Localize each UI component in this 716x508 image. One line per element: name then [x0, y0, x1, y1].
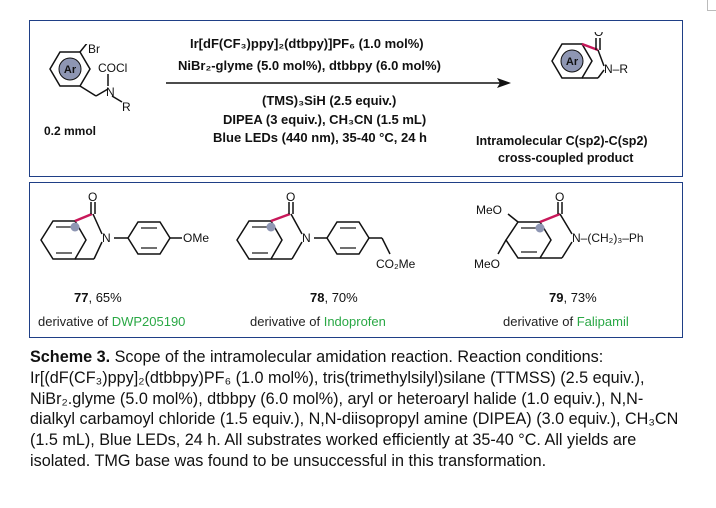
compound-78-substituent: CO₂Me	[376, 257, 416, 271]
compound-77-derivative-prefix: derivative of	[38, 314, 112, 329]
product-label-line1: Intramolecular C(sp2)-C(sp2)	[476, 134, 648, 148]
compound-77-drug-name: DWP205190	[111, 314, 186, 329]
compound-79-drug-name: Falipamil	[576, 314, 629, 329]
compound-79-structure: O MeO MeO N–(CH₂)₃–Ph	[474, 192, 644, 271]
compound-78-number: 78	[310, 290, 325, 305]
compound-79-o-label: O	[555, 192, 564, 204]
caption-text: Scope of the intramolecular amidation re…	[30, 348, 679, 470]
compound-79-meo-bottom: MeO	[474, 257, 500, 271]
substrate-r-label: R	[122, 100, 131, 114]
product-nr-label: N–R	[604, 62, 628, 76]
product-o-label: O	[594, 32, 603, 39]
compound-78-n-label: N	[302, 231, 311, 245]
reaction-arrow	[166, 78, 511, 88]
compound-79-derivative: derivative of Falipamil	[503, 314, 629, 329]
compound-79-number: 79	[549, 290, 564, 305]
caption-label: Scheme 3.	[30, 348, 111, 366]
compound-77-o-label: O	[88, 192, 97, 204]
condition-base-solvent: DIPEA (3 equiv.), CH₃CN (1.5 mL)	[223, 112, 427, 127]
substrate-br-label: Br	[88, 44, 100, 56]
condition-catalyst: Ir[dF(CF₃)ppy]₂(dtbpy)]PF₆ (1.0 mol%)	[190, 36, 424, 51]
product-ar-label: Ar	[566, 56, 579, 68]
compound-77-label: 77, 65%	[74, 290, 122, 305]
scheme-caption: Scheme 3. Scope of the intramolecular am…	[30, 347, 680, 472]
compound-78-derivative-prefix: derivative of	[250, 314, 324, 329]
compound-79-derivative-prefix: derivative of	[503, 314, 577, 329]
compound-78-o-label: O	[286, 192, 295, 204]
compound-77-yield: , 65%	[88, 290, 122, 305]
compound-79-n-chain: N–(CH₂)₃–Ph	[572, 231, 644, 245]
compound-79-meo-top: MeO	[476, 203, 502, 217]
condition-nickel: NiBr₂-glyme (5.0 mol%), dtbbpy (6.0 mol%…	[178, 58, 441, 73]
compound-79-yield: , 73%	[563, 290, 597, 305]
substrate-cocl-label: COCl	[98, 61, 127, 75]
compound-78-label: 78, 70%	[310, 290, 358, 305]
examples-frame	[29, 182, 683, 338]
substrate-ar-label: Ar	[64, 64, 77, 76]
reaction-frame	[29, 20, 683, 177]
condition-silane: (TMS)₃SiH (2.5 equiv.)	[262, 93, 397, 108]
product-label-line2: cross-coupled product	[498, 151, 634, 165]
condition-light-temp: Blue LEDs (440 nm), 35-40 °C, 24 h	[213, 130, 427, 145]
compound-77-derivative: derivative of DWP205190	[38, 314, 185, 329]
substrate-structure: Ar Br COCl N R	[49, 44, 131, 114]
compound-77-number: 77	[74, 290, 89, 305]
compound-78-yield: , 70%	[324, 290, 358, 305]
compound-78-structure: O N CO₂Me	[236, 192, 416, 271]
compound-78-derivative: derivative of Indoprofen	[250, 314, 386, 329]
compound-77-substituent: OMe	[183, 231, 209, 245]
compound-77-n-label: N	[102, 231, 111, 245]
page-corner-mark	[707, 0, 716, 11]
substrate-amount: 0.2 mmol	[44, 124, 97, 138]
substrate-n-label: N	[106, 85, 115, 99]
product-structure: Ar O N–R	[551, 32, 628, 79]
compound-78-drug-name: Indoprofen	[323, 314, 386, 329]
compound-77-structure: O N OMe	[40, 192, 209, 260]
compound-79-label: 79, 73%	[549, 290, 597, 305]
